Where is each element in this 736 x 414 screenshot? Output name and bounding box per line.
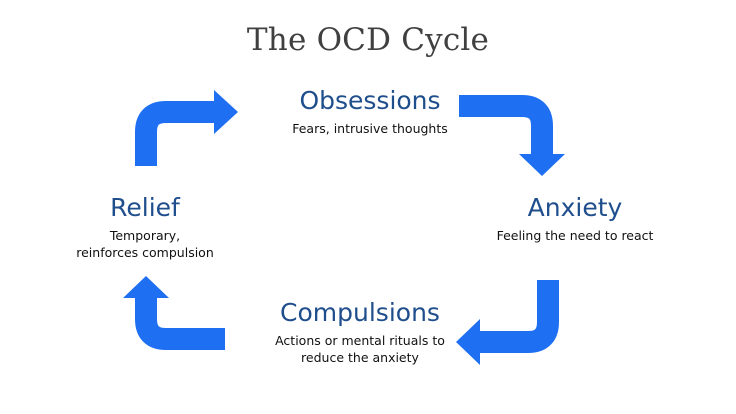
relief-description-line: Temporary, — [109, 228, 181, 243]
node-compulsions: Compulsions Actions or mental rituals to… — [205, 298, 515, 366]
relief-heading: Relief — [110, 193, 180, 222]
arrow-compulsions-to-relief — [123, 276, 225, 350]
compulsions-heading: Compulsions — [280, 298, 440, 327]
anxiety-heading: Anxiety — [527, 193, 623, 222]
node-relief: Relief Temporary, reinforces compulsion — [30, 193, 260, 261]
obsessions-heading: Obsessions — [299, 86, 441, 115]
arrow-anxiety-to-compulsions — [456, 280, 559, 365]
anxiety-description: Feeling the need to react — [496, 228, 654, 243]
obsessions-description: Fears, intrusive thoughts — [292, 121, 448, 136]
compulsions-description-line: Actions or mental rituals to — [275, 333, 445, 348]
arrow-obsessions-to-anxiety — [459, 95, 565, 176]
node-obsessions: Obsessions Fears, intrusive thoughts — [220, 86, 520, 137]
diagram-title: The OCD Cycle — [246, 22, 490, 58]
compulsions-description-line: reduce the anxiety — [301, 350, 419, 365]
relief-description-line: reinforces compulsion — [76, 245, 214, 260]
arrow-relief-to-obsessions — [135, 90, 238, 166]
relief-description: Temporary, reinforces compulsion — [30, 227, 260, 261]
node-anxiety: Anxiety Feeling the need to react — [470, 193, 680, 244]
compulsions-description: Actions or mental rituals to reduce the … — [205, 332, 515, 366]
